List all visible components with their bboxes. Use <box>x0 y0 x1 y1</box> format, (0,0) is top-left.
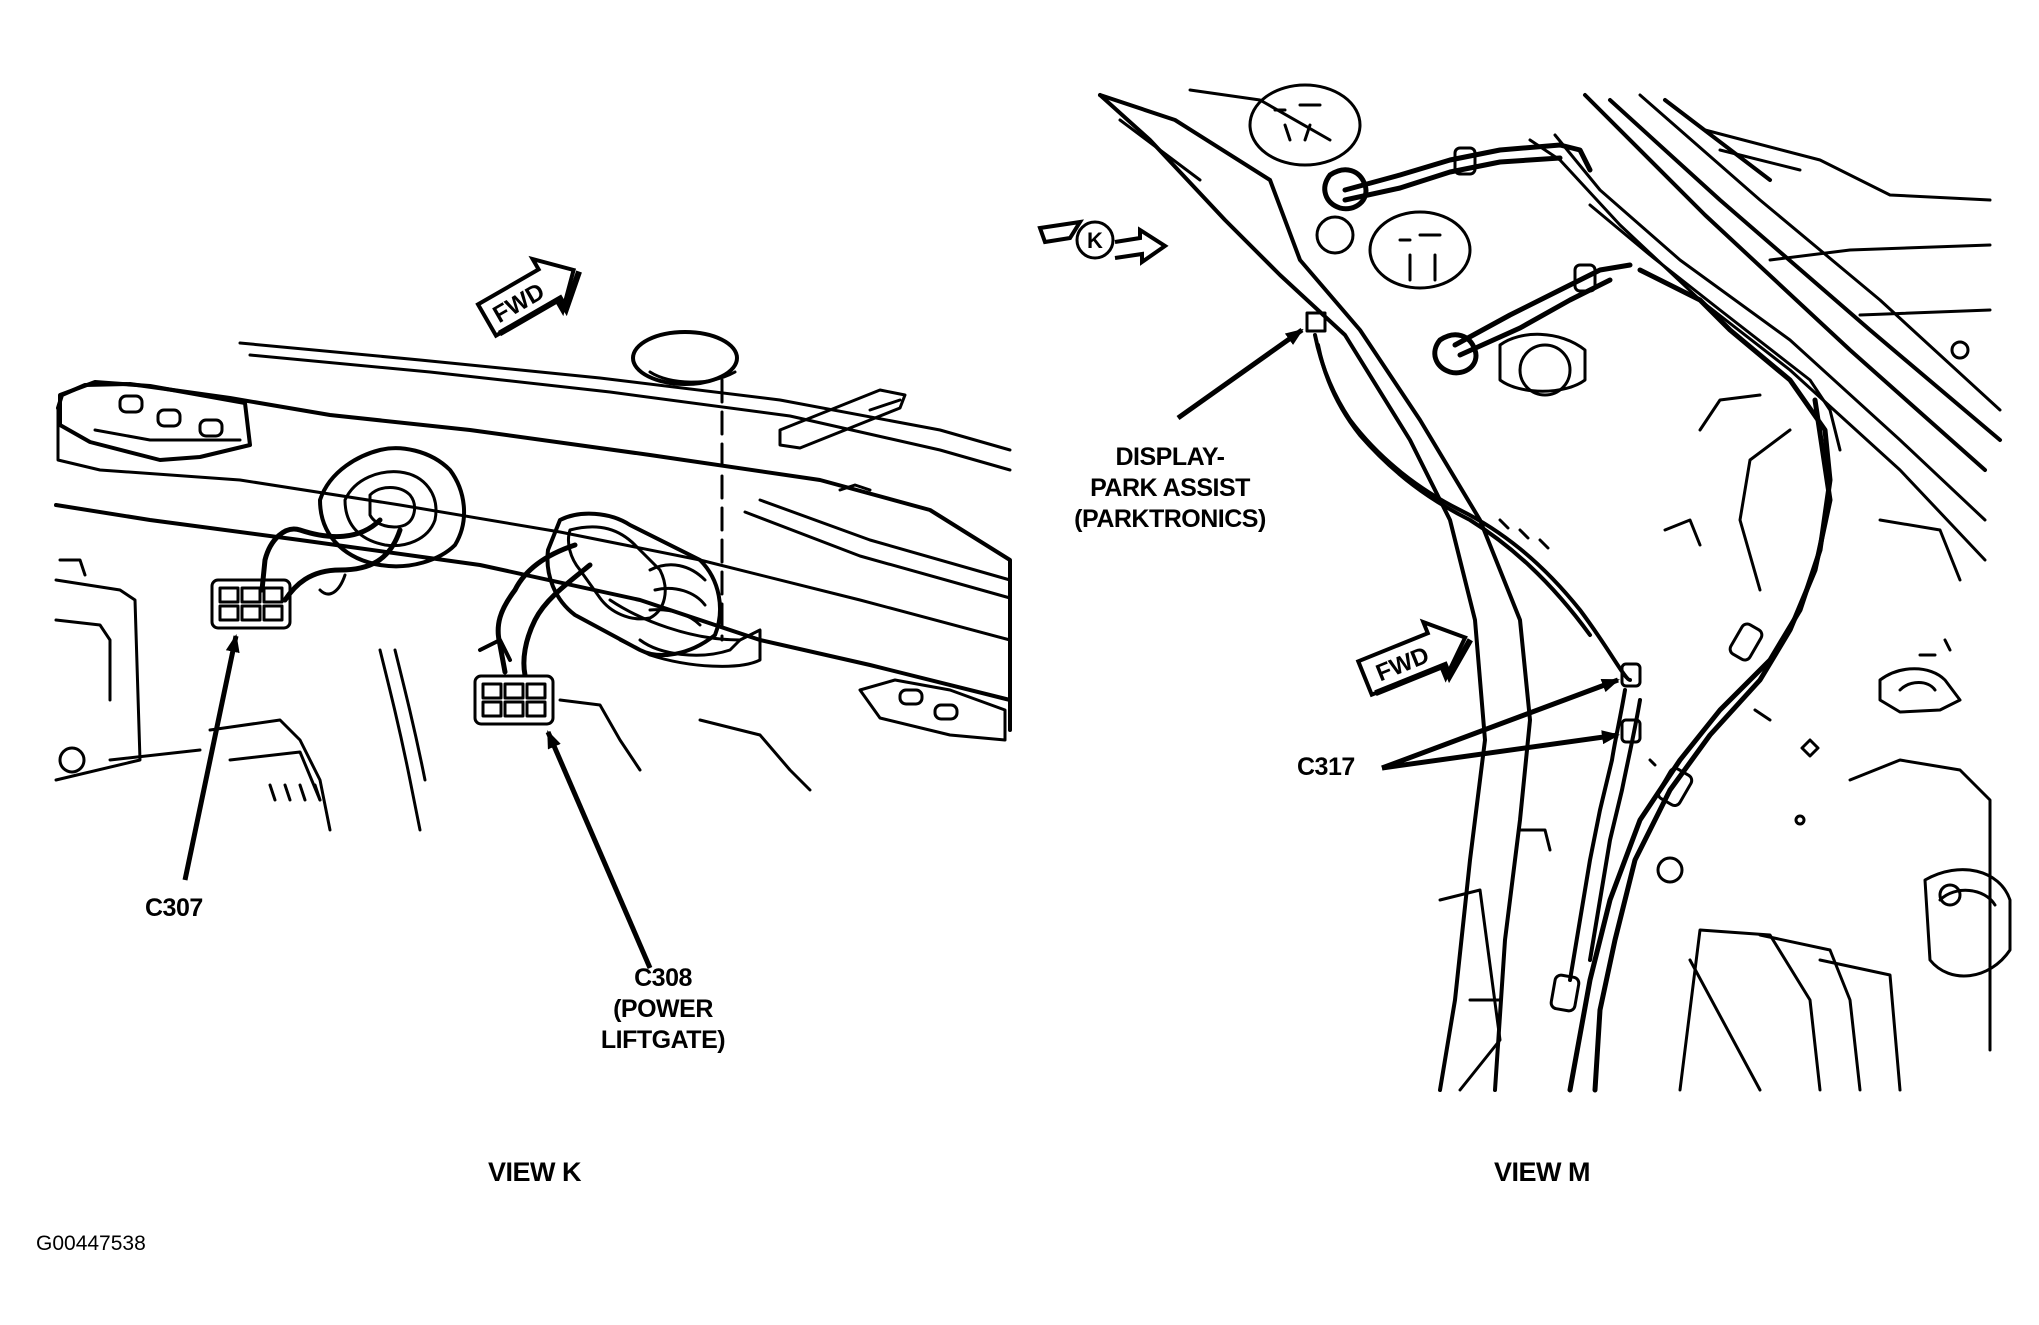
display-leader <box>1176 327 1304 421</box>
display-label-line-1: DISPLAY- <box>1115 443 1225 471</box>
fwd-arrow-badge-k: FWD <box>475 255 582 339</box>
c317-label: C317 <box>1297 753 1355 781</box>
figure-id: G00447538 <box>36 1232 146 1255</box>
view-m-drawing <box>1098 83 2012 1093</box>
c308-label-line-3: LIFTGATE) <box>600 1026 726 1054</box>
view-k-caption: VIEW K <box>488 1157 582 1187</box>
c317-leader-lower <box>1381 730 1620 771</box>
c308-label: C308 (POWER LIFTGATE) <box>583 963 743 1056</box>
view-ref-label: K <box>1087 228 1103 253</box>
fwd-arrow-badge-m: FWD <box>1355 618 1473 698</box>
view-k-drawing <box>54 330 1012 832</box>
c307-label: C307 <box>145 894 203 922</box>
display-label-line-2: PARK ASSIST <box>1090 474 1250 502</box>
view-m-caption: VIEW M <box>1494 1157 1591 1187</box>
c308-leader <box>545 730 653 969</box>
view-k-reference-badge: K <box>1037 219 1169 266</box>
c307-leader <box>182 634 240 881</box>
display-park-assist-label: DISPLAY- PARK ASSIST (PARKTRONICS) <box>1055 442 1285 535</box>
view-k-callout-arrows <box>182 634 653 969</box>
c308-label-line-2: (POWER <box>613 995 713 1023</box>
view-m-callout-arrows <box>1176 327 1620 771</box>
c317-leader-upper <box>1381 677 1620 771</box>
c308-label-line-1: C308 <box>634 964 692 992</box>
display-label-line-3: (PARKTRONICS) <box>1074 505 1266 533</box>
